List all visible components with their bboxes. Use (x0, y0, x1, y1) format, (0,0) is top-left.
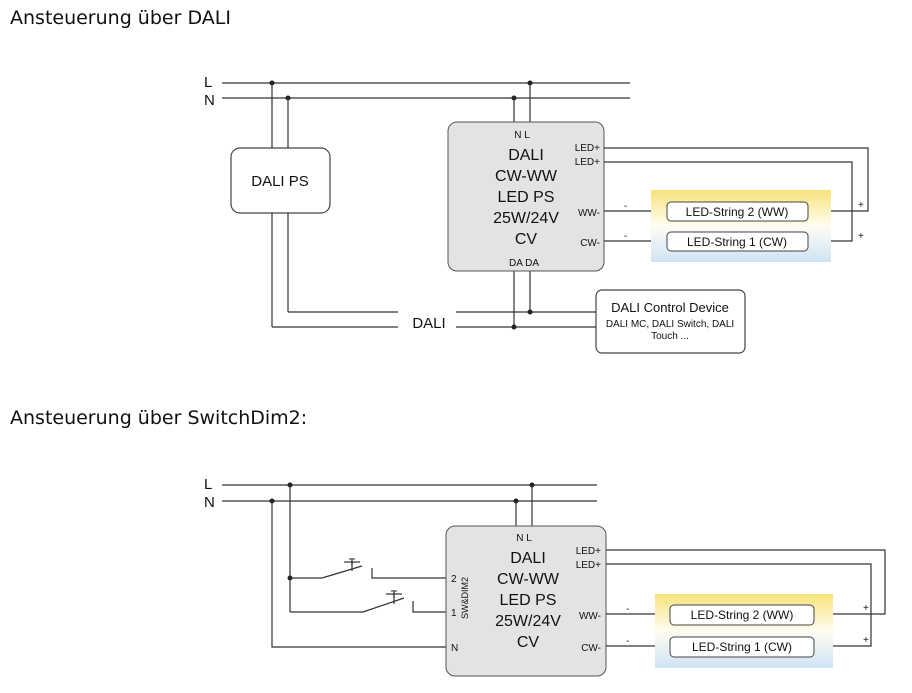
driver-line-5: CV (517, 634, 540, 651)
dali-driver-box (447, 121, 605, 272)
section2-heading: Ansteuerung über SwitchDim2: (10, 407, 307, 429)
led-string-cw-box (666, 231, 809, 252)
dali-ps-box (230, 147, 331, 214)
led-plus-label-2: LED+ (576, 560, 601, 571)
dali-control-device-box (595, 289, 746, 354)
led-string-cw-label: LED-String 1 (CW) (692, 640, 792, 654)
driver-line-1: DALI (510, 550, 546, 567)
ww-minus-label: WW- (579, 611, 601, 622)
minus-sign: - (624, 231, 627, 242)
pin-1-label: 1 (451, 608, 457, 619)
led-plus-wire (606, 549, 886, 615)
ww-minus-label: WW- (578, 208, 600, 219)
switch-wire (371, 568, 446, 579)
led-plus-label-2: LED+ (575, 157, 600, 168)
section1-heading: Ansteuerung über DALI (10, 7, 231, 29)
led-string-cw-box (669, 636, 815, 658)
neutral-wire (271, 501, 446, 648)
driver-line-4: 25W/24V (495, 613, 561, 630)
plus-sign: + (858, 231, 864, 242)
led-plus-label-1: LED+ (576, 546, 601, 557)
plus-sign: + (863, 635, 869, 646)
driver-top-terminals: N L (516, 533, 532, 544)
sw-dim2-side-label: SW&DIM2 (460, 577, 470, 619)
dali-ps-label: DALI PS (251, 173, 309, 190)
pin-2-label: 2 (451, 574, 457, 585)
minus-sign: - (626, 636, 629, 647)
mains-n-label: N (204, 92, 215, 109)
pushbutton-switch-1 (321, 565, 363, 579)
led-plus-label-1: LED+ (575, 143, 600, 154)
control-device-line3: Touch ... (651, 331, 689, 342)
driver-line-3: LED PS (498, 189, 555, 206)
led-string-cw-label: LED-String 1 (CW) (687, 235, 787, 249)
cw-minus-label: CW- (581, 643, 601, 654)
minus-sign: - (624, 201, 627, 212)
cw-minus-label: CW- (580, 238, 600, 249)
driver-line-4: 25W/24V (493, 210, 559, 227)
mains-l-label: L (204, 74, 212, 91)
switch-label: T (391, 589, 398, 601)
driver-bottom-terminals: DA DA (509, 258, 539, 269)
switch-label: T (349, 557, 356, 569)
junction-dot (527, 309, 533, 315)
pin-n-label: N (451, 643, 458, 654)
junction-dot (511, 324, 517, 330)
plus-sign: + (858, 200, 864, 211)
driver-line-2: CW-WW (497, 571, 560, 588)
minus-sign: - (626, 604, 629, 615)
pushbutton-switch-2 (362, 597, 405, 613)
mains-n-label: N (204, 494, 215, 511)
led-string-ww-box (669, 604, 815, 626)
driver-line-3: LED PS (500, 592, 557, 609)
switch-wire (412, 601, 446, 613)
led-string-ww-box (666, 201, 809, 222)
driver-line-1: DALI (508, 147, 544, 164)
plus-sign: + (863, 603, 869, 614)
driver-top-terminals: N L (514, 130, 530, 141)
control-device-line2: DALI MC, DALI Switch, DALI (606, 319, 734, 330)
mains-l-label: L (204, 476, 212, 493)
led-plus-wire (604, 147, 869, 212)
led-string-ww-label: LED-String 2 (WW) (686, 205, 789, 219)
driver-line-2: CW-WW (495, 168, 558, 185)
led-string-ww-label: LED-String 2 (WW) (691, 608, 794, 622)
control-device-title: DALI Control Device (611, 300, 729, 315)
driver-line-5: CV (515, 231, 538, 248)
led-plus-wire (606, 563, 872, 647)
dali-bus-label: DALI (412, 315, 445, 332)
switchdim-driver-box (445, 525, 607, 677)
